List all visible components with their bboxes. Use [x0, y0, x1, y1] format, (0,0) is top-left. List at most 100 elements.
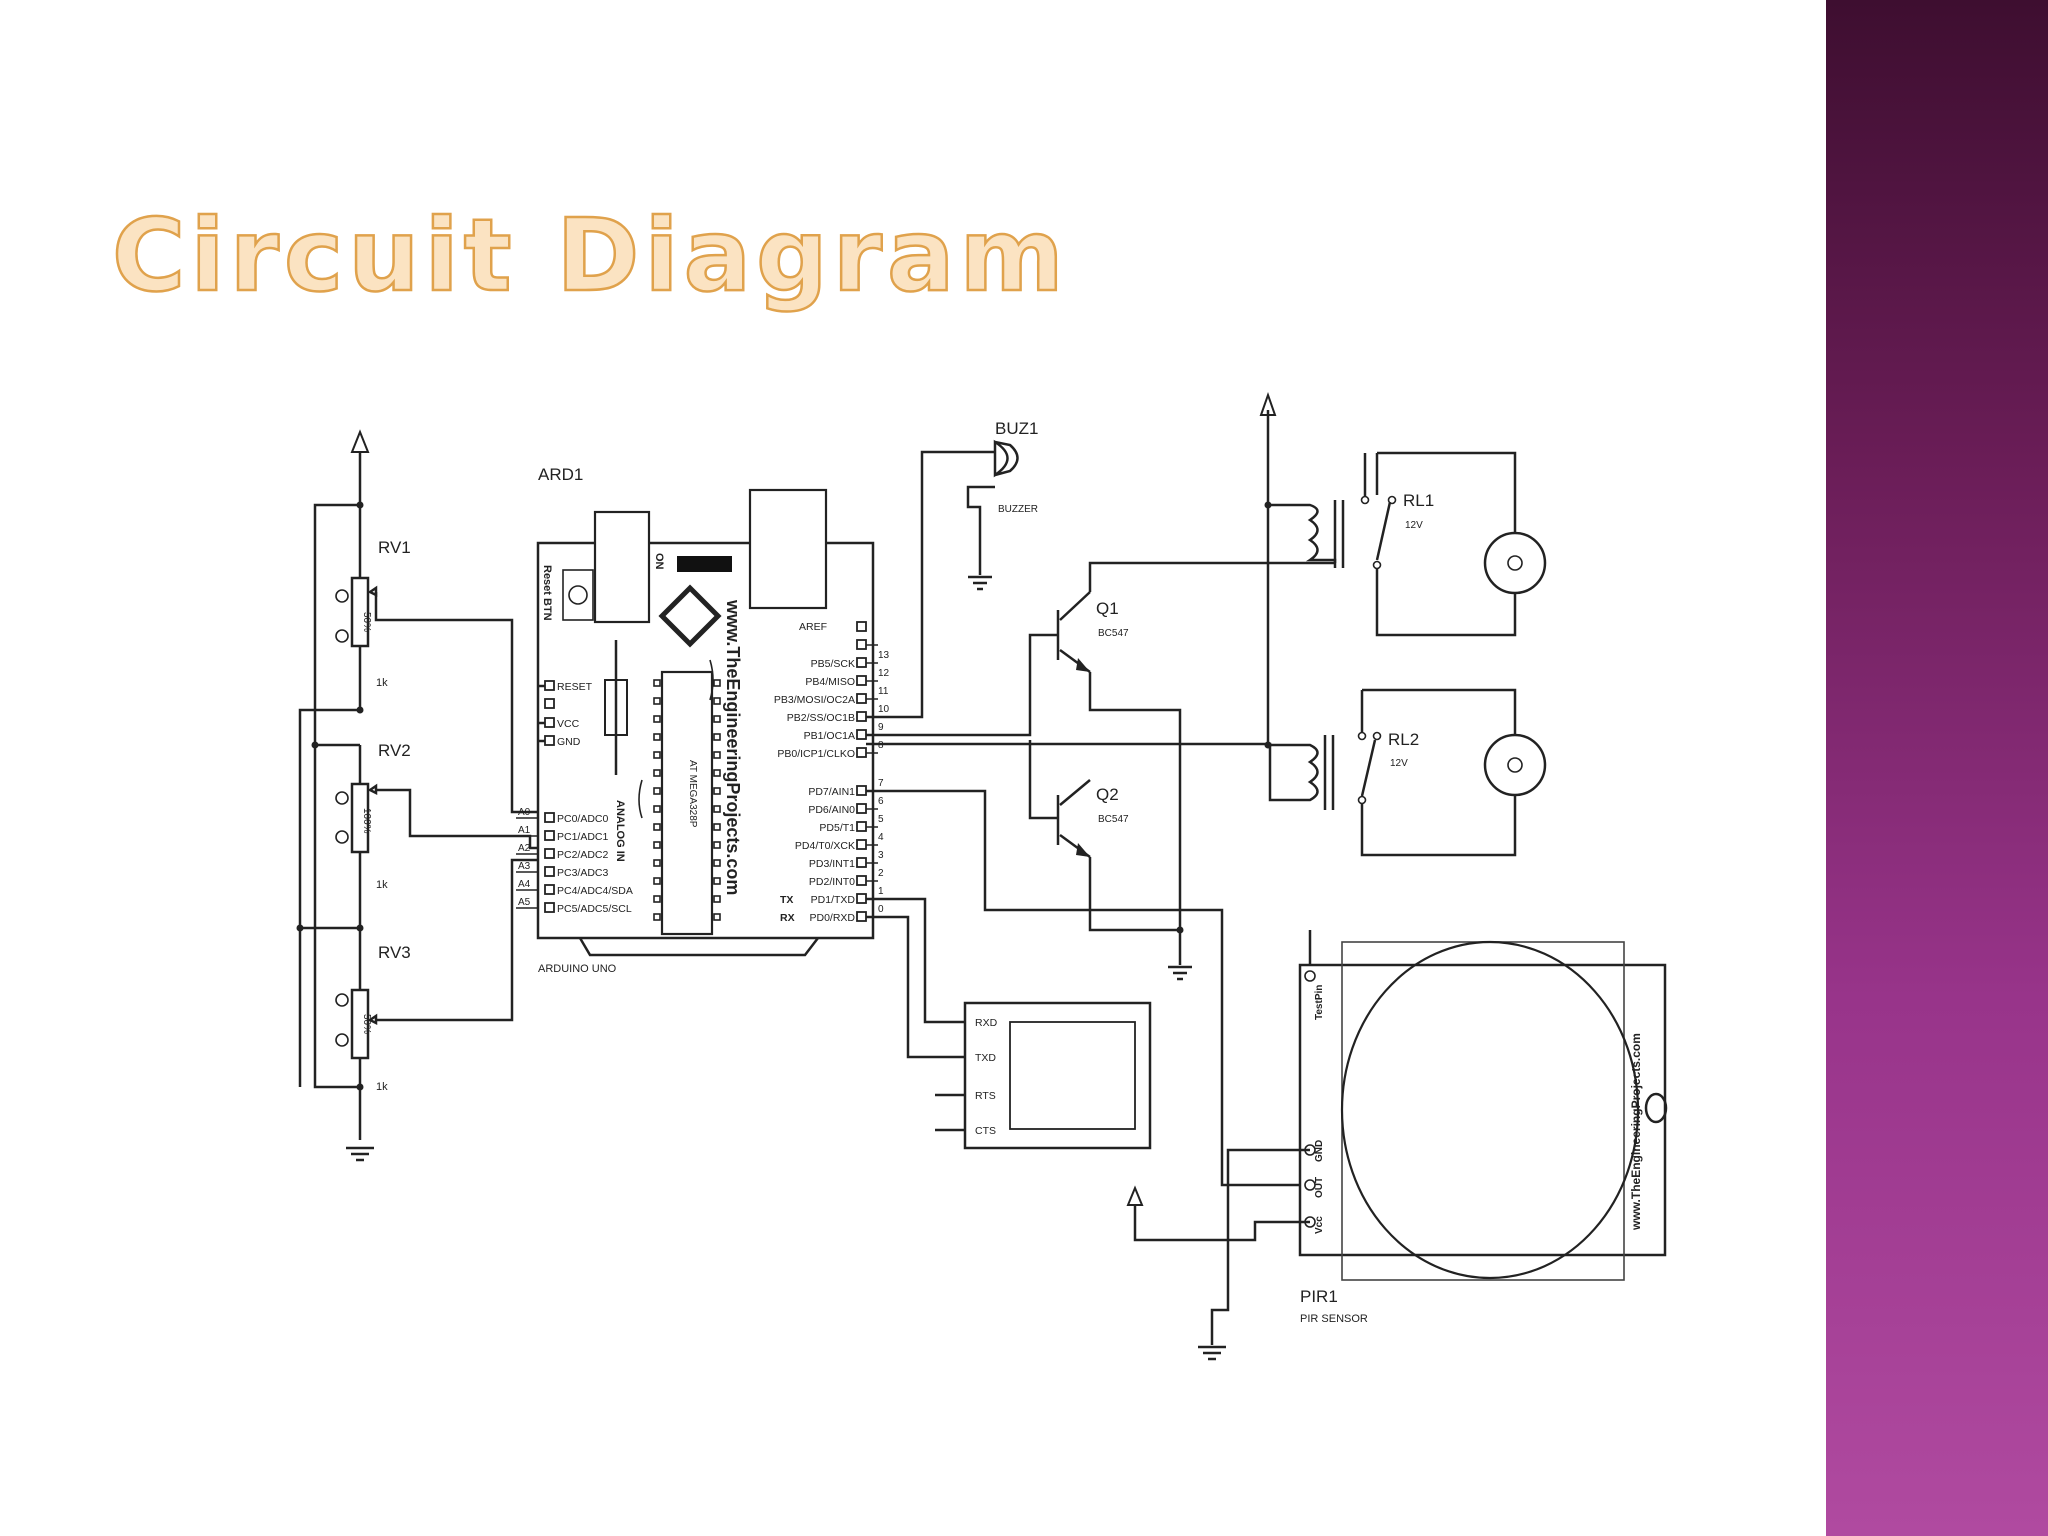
pin-d5: 5: [878, 814, 884, 825]
arduino-uno: ARD1 Reset BTN ON AT MEGA: [516, 465, 890, 975]
pir-pin-gnd: GND: [1314, 1140, 1325, 1162]
pin-a4-label: PC4/ADC4/SDA: [557, 885, 633, 897]
power-arrow-icon: [1126, 1185, 1144, 1206]
pin-a0: A0: [518, 807, 531, 818]
pin-gnd: GND: [557, 736, 581, 748]
pin-d3: 3: [878, 850, 884, 861]
arduino-name: ARDUINO UNO: [538, 963, 617, 975]
potentiometer-network: RV1 1k 50% RV2 1k 100%: [296, 429, 538, 1162]
pin-a0-label: PC0/ADC0: [557, 813, 609, 825]
rl1-voltage: 12V: [1405, 520, 1423, 531]
rx-label: RX: [780, 912, 795, 924]
serial-pin-txd: TXD: [975, 1052, 996, 1064]
pin-d4-label: PD4/T0/XCK: [795, 840, 855, 852]
rv1-pct: 50%: [361, 612, 372, 632]
ground-icon: [1198, 1345, 1226, 1361]
serial-terminal: RXD TXD RTS CTS: [866, 897, 1152, 1150]
pin-a5: A5: [518, 897, 531, 908]
arduino-ref: ARD1: [538, 465, 583, 484]
q2-ref: Q2: [1096, 785, 1119, 804]
pin-a3: A3: [518, 861, 531, 872]
pin-d12: 12: [878, 668, 890, 679]
pir-ref: PIR1: [1300, 1287, 1338, 1306]
pir-pin-testpin: TestPin: [1314, 985, 1325, 1020]
pin-d0: 0: [878, 904, 884, 915]
transistor-q2: Q2 BC547: [1028, 740, 1192, 981]
pin-d10: 10: [878, 704, 890, 715]
atmega-chip: [660, 670, 714, 936]
usb-connector: [593, 510, 651, 624]
pin-a3-label: PC3/ADC3: [557, 867, 609, 879]
power-jack: [748, 488, 828, 610]
pin-d1: 1: [878, 886, 884, 897]
ground-icon: [1168, 930, 1192, 981]
q1-part: BC547: [1098, 628, 1129, 639]
pin-d4: 4: [878, 832, 884, 843]
pin-a1-label: PC1/ADC1: [557, 831, 609, 843]
potentiometer-rv2: RV2 1k 100%: [311, 741, 411, 928]
pir-type: PIR SENSOR: [1300, 1313, 1368, 1325]
arduino-digital-pins: AREF PB5/SCK PB4/MISO PB3/MOSI/OC2A PB2/…: [774, 621, 890, 924]
slide-title: Circuit Diagram: [111, 196, 1069, 316]
buzzer-ref: BUZ1: [995, 419, 1038, 438]
sidebar-decoration: [1826, 0, 2048, 1536]
pin-d12-label: PB4/MISO: [805, 676, 855, 688]
pin-d0-label: PD0/RXD: [809, 912, 855, 924]
pin-a2: A2: [518, 843, 531, 854]
rv1-value: 1k: [376, 677, 388, 689]
q2-part: BC547: [1098, 814, 1129, 825]
potentiometer-rv1: RV1 1k 50%: [335, 505, 411, 714]
serial-pin-rxd: RXD: [975, 1017, 998, 1029]
rv2-ref: RV2: [378, 741, 411, 760]
arduino-website: www.TheEngineeringProjects.com: [723, 599, 743, 895]
pin-d8-label: PB0/ICP1/CLKO: [777, 748, 855, 760]
relay-rl1: RL1 12V: [1300, 451, 1547, 637]
serial-pin-cts: CTS: [975, 1125, 996, 1137]
pir-sensor: TestPin GND OUT Vcc www.TheEngineeringPr…: [866, 789, 1668, 1361]
rv3-ref: RV3: [378, 943, 411, 962]
rv2-value: 1k: [376, 879, 388, 891]
pin-d7: 7: [878, 778, 884, 789]
ground-icon: [968, 575, 992, 591]
buzzer-type: BUZZER: [998, 504, 1038, 515]
pin-a1: A1: [518, 825, 531, 836]
rv1-ref: RV1: [378, 538, 411, 557]
pin-d11-label: PB3/MOSI/OC2A: [774, 694, 855, 706]
rv3-value: 1k: [376, 1081, 388, 1093]
pin-a4: A4: [518, 879, 531, 890]
pin-d9: 9: [878, 722, 884, 733]
pin-d1-label: PD1/TXD: [811, 894, 856, 906]
pir-website: www.TheEngineeringProjects.com: [1629, 1033, 1643, 1231]
pin-a5-label: PC5/ADC5/SCL: [557, 903, 632, 915]
pin-d8: 8: [878, 740, 884, 751]
pir-pin-vcc: Vcc: [1314, 1216, 1325, 1234]
q1-ref: Q1: [1096, 599, 1119, 618]
relay-rl2: RL2 12V: [1264, 688, 1547, 857]
pin-d6-label: PD6/AIN0: [808, 804, 855, 816]
rl1-ref: RL1: [1403, 491, 1434, 510]
on-led: [677, 556, 732, 572]
pin-d2: 2: [878, 868, 884, 879]
ground-icon: [346, 1146, 374, 1162]
motor-icon: [1483, 733, 1547, 797]
rv2-pct: 100%: [361, 808, 372, 834]
motor-icon: [1483, 531, 1547, 595]
rl2-voltage: 12V: [1390, 758, 1408, 769]
pin-d9-label: PB1/OC1A: [804, 730, 855, 742]
pin-d7-label: PD7/AIN1: [808, 786, 855, 798]
pin-d13: 13: [878, 650, 890, 661]
pir-pin-out: OUT: [1314, 1177, 1325, 1198]
potentiometer-rv3: RV3 1k 50%: [296, 924, 411, 1140]
rv3-pct: 50%: [361, 1014, 372, 1034]
pin-d10-label: PB2/SS/OC1B: [787, 712, 855, 724]
pin-aref: AREF: [799, 621, 827, 633]
buzzer: BUZ1 BUZZER: [866, 419, 1038, 719]
tx-label: TX: [780, 894, 793, 906]
analog-in-label: ANALOG IN: [614, 800, 626, 862]
chip-label: AT MEGA328P: [687, 760, 698, 828]
relay-supply: [1259, 391, 1300, 745]
pin-d11: 11: [878, 686, 889, 697]
pin-a2-label: PC2/ADC2: [557, 849, 609, 861]
arduino-left-pins: RESET VCC GND: [538, 680, 593, 748]
serial-pin-rts: RTS: [975, 1090, 996, 1102]
